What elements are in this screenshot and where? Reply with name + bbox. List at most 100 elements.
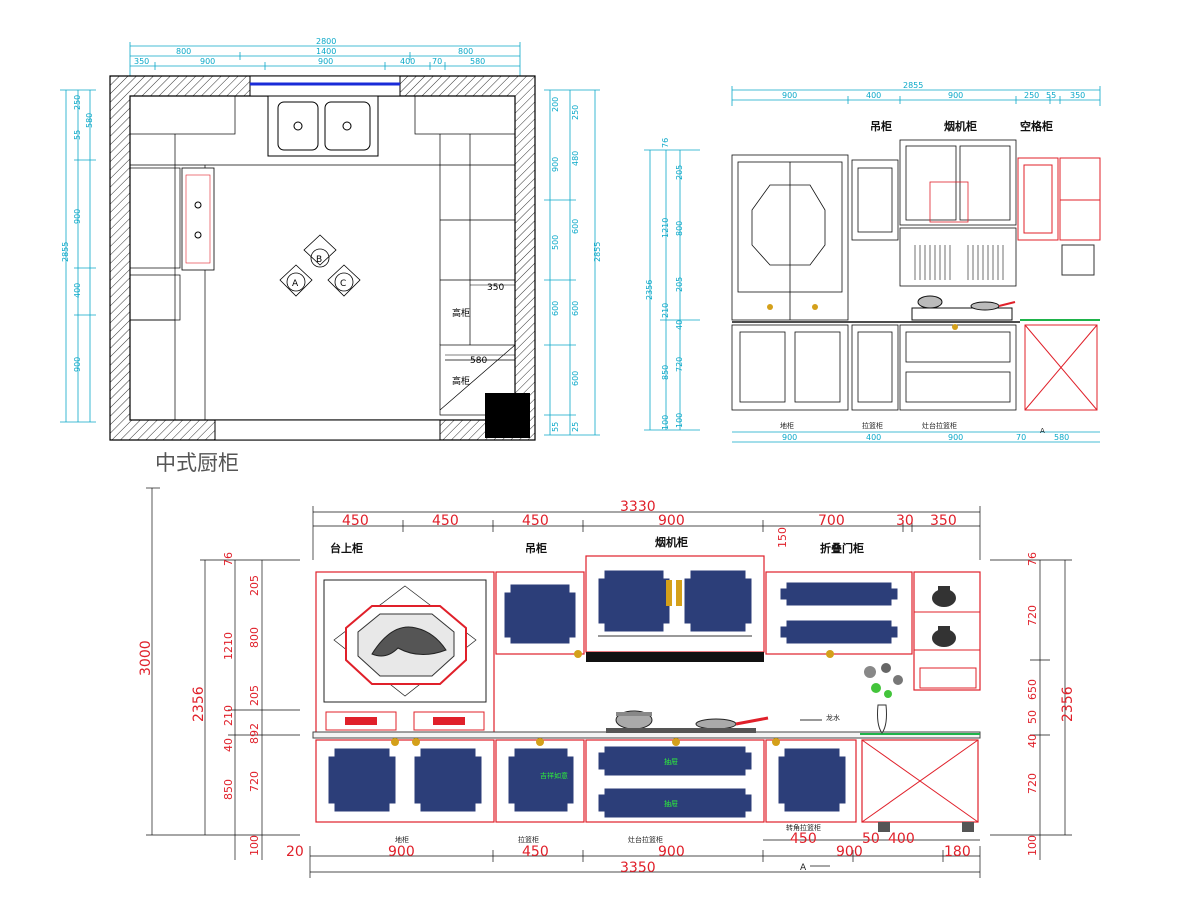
elev-l-left-dim: 100 [248, 835, 261, 856]
elev-l-right-dim: 720 [1026, 605, 1039, 626]
elevation-small: 2855 900 400 900 250 55 350 76 205 1210 … [644, 81, 1101, 443]
drawing-title: 中式厨柜 [155, 451, 239, 475]
plan-dim: 350 [134, 57, 149, 66]
elev-l-left-dim: 1210 [222, 632, 235, 660]
plan-dim-350: 350 [487, 283, 504, 293]
plan-left-dim: 250 [73, 95, 82, 110]
plan-left-dim: 900 [73, 209, 82, 224]
elev-s-left-dim: 100 [675, 413, 684, 428]
elev-l-right-dim: 720 [1026, 773, 1039, 794]
drawer-label-2: 抽屉 [664, 799, 678, 808]
drawer-label-1: 抽屉 [664, 757, 678, 766]
elev-l-left-dim: 2356 [191, 686, 207, 722]
elev-l-dim: 30 [896, 513, 914, 529]
elev-s-left-dim: 100 [661, 415, 670, 430]
plan-right-dim: 900 [551, 157, 560, 172]
elev-l-bottom-dim: 20 [286, 844, 304, 860]
elev-s-dim: 400 [866, 91, 881, 100]
elev-s-bottom-dim: 900 [782, 433, 797, 442]
hood-cabinet-label: 烟机柜 [944, 119, 977, 133]
elev-l-bottom-dim: 900 [388, 844, 415, 860]
elev-l-bottom-dim: 900 [658, 844, 685, 860]
stove-basket-label: 灶台拉篮柜 [922, 421, 957, 430]
elev-l-bottom-dim: 900 [836, 844, 863, 860]
fold-door-label: 折叠门柜 [820, 541, 864, 555]
elev-l-bottom-dim-overall: 3350 [620, 860, 656, 876]
elev-l-left-dim: 892 [248, 723, 261, 744]
plan-right-dim: 600 [571, 301, 580, 316]
elev-l-bottom-dim: 450 [790, 831, 817, 847]
counter-cabinet-label: 台上柜 [330, 541, 363, 555]
plan-dim-580: 580 [470, 356, 487, 366]
plan-dim: 1400 [316, 47, 336, 56]
stove-basket-label-large: 灶台拉篮柜 [628, 835, 663, 844]
elev-l-left-dim: 205 [248, 685, 261, 706]
elev-s-left-dim: 210 [661, 303, 670, 318]
elev-l-dim: 450 [432, 513, 459, 529]
plan-dim: 70 [432, 57, 442, 66]
elev-s-dim: 900 [782, 91, 797, 100]
plan-left-dim: 2855 [61, 242, 70, 262]
tall-cabinet-label-2: 高柜 [452, 375, 470, 387]
basket-cab-label-large: 拉篮柜 [518, 835, 539, 844]
plan-left-dim: 55 [73, 130, 82, 140]
plan-right-dim: 55 [551, 422, 560, 432]
elevation-large: 3330 450 450 450 900 700 30 350 150 台上柜 … [138, 487, 1076, 878]
plan-dim: 800 [176, 47, 191, 56]
elev-l-right-dim: 2356 [1060, 686, 1076, 722]
elev-l-dim: 450 [342, 513, 369, 529]
elev-l-left-dim: 720 [248, 771, 261, 792]
elev-l-bottom-dim: 450 [522, 844, 549, 860]
elev-l-dim: 700 [818, 513, 845, 529]
elev-s-bottom-dim: 70 [1016, 433, 1026, 442]
floor-plan: 2800 800 1400 800 350 900 900 400 70 580… [60, 37, 602, 441]
elev-l-left-dim: 800 [248, 627, 261, 648]
elev-l-dim: 350 [930, 513, 957, 529]
plan-right-dim: 2855 [593, 242, 602, 262]
elev-s-left-dim: 850 [661, 365, 670, 380]
elev-l-right-dim: 76 [1026, 552, 1039, 566]
elev-l-dim: 900 [658, 513, 685, 529]
elev-l-left-dim: 40 [222, 738, 235, 752]
plan-right-dim: 600 [571, 371, 580, 386]
hood-cabinet-label-large: 烟机柜 [655, 535, 688, 549]
plan-dim: 400 [400, 57, 415, 66]
elev-s-dim: 250 [1024, 91, 1039, 100]
plan-right-dim: 480 [571, 151, 580, 166]
plan-dim: 800 [458, 47, 473, 56]
section-mark-large: A [800, 863, 807, 873]
elev-l-left-dim: 850 [222, 779, 235, 800]
elev-l-dim: 450 [522, 513, 549, 529]
elev-s-left-dim: 205 [675, 277, 684, 292]
elev-l-right-dim: 100 [1026, 835, 1039, 856]
tall-cabinet-label: 高柜 [452, 307, 470, 319]
plan-dim-overall: 2800 [316, 37, 336, 46]
plan-left-dim: 580 [85, 113, 94, 128]
elev-s-dim-overall: 2855 [903, 81, 923, 90]
elev-s-left-dim: 720 [675, 357, 684, 372]
plan-left-dim: 400 [73, 283, 82, 298]
corner-basket-label: 转角拉篮柜 [786, 823, 821, 832]
base-cab-label: 地柜 [780, 421, 794, 430]
water-label: 龙水 [826, 713, 840, 722]
zone-c-label: C [340, 279, 346, 289]
elev-l-left-dim: 210 [222, 705, 235, 726]
elev-l-bottom-dim: 180 [944, 844, 971, 860]
elev-l-dim-overall: 3330 [620, 499, 656, 515]
plan-right-dim: 600 [551, 301, 560, 316]
plan-right-dim: 25 [571, 422, 580, 432]
base-cab-label-large: 地柜 [395, 835, 409, 844]
elev-l-dim-150: 150 [776, 527, 789, 548]
elev-l-left-dim: 205 [248, 575, 261, 596]
elev-l-right-dim: 650 [1026, 679, 1039, 700]
plan-dim: 580 [470, 57, 485, 66]
elev-l-bottom-dim: 400 [888, 831, 915, 847]
elev-l-bottom-dim: 50 [862, 831, 880, 847]
elev-s-dim: 55 [1046, 91, 1056, 100]
elev-s-left-dim: 800 [675, 221, 684, 236]
zone-a-label: A [292, 279, 299, 289]
plan-right-dim: 200 [551, 97, 560, 112]
elev-s-left-dim: 40 [675, 320, 684, 330]
elev-s-left-dim: 2356 [645, 280, 654, 300]
elev-l-right-dim: 50 [1026, 710, 1039, 724]
